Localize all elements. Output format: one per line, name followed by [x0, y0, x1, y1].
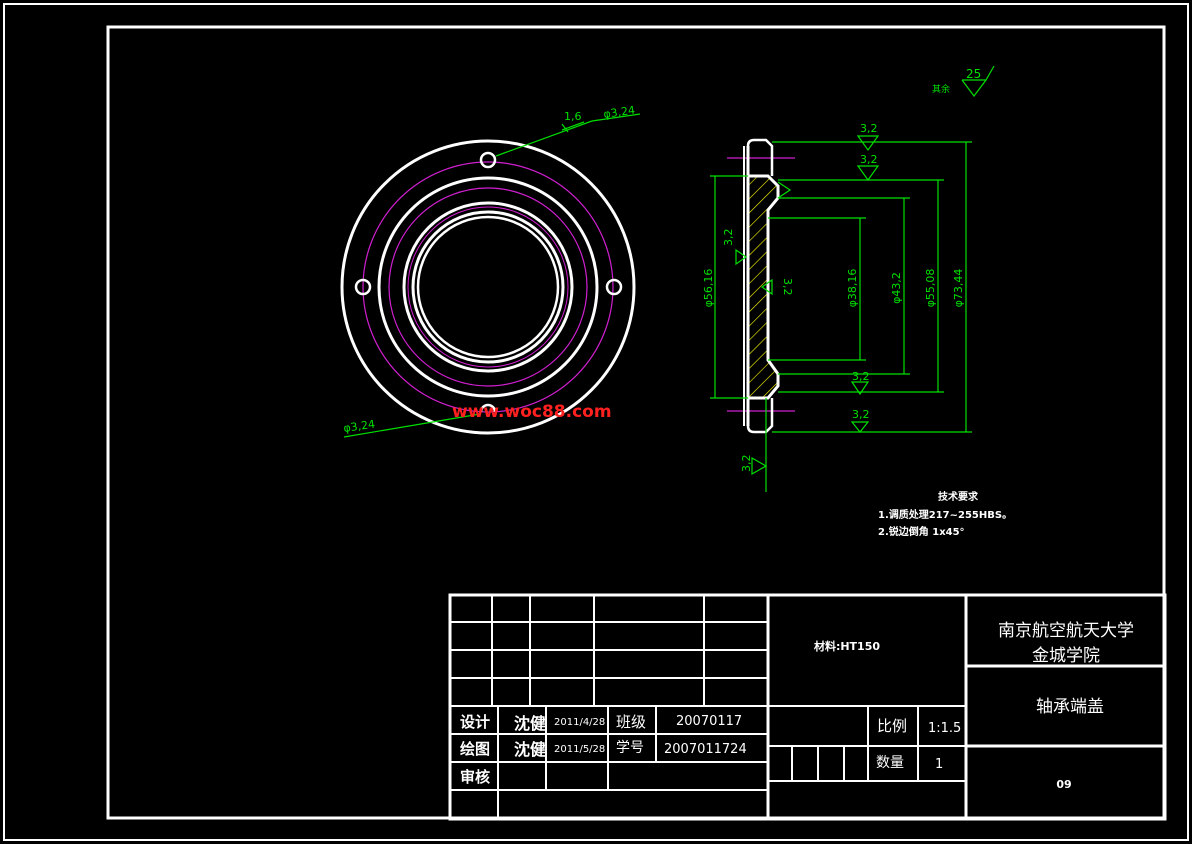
- drawing-number: 09: [1056, 778, 1071, 791]
- dim-d1: φ56,16: [702, 269, 715, 308]
- qty-label: 数量: [876, 755, 904, 771]
- inner-frame: [106, 25, 1166, 820]
- bore-step-circle: [402, 201, 574, 373]
- tech-req-title: 技术要求: [938, 490, 979, 503]
- roughness-label-6: 3,2: [781, 278, 794, 296]
- bolt-hole-right: [605, 278, 623, 296]
- row-role-1: 设计: [460, 713, 490, 731]
- dim-d5: φ73,44: [952, 269, 965, 308]
- bore-circle: [411, 210, 565, 364]
- roughness-symbol-front-tick: [561, 123, 569, 133]
- roughness-general-label: 25: [966, 67, 981, 81]
- bolt-circle: [362, 161, 614, 413]
- row-name-1: 沈健: [514, 714, 546, 733]
- watermark: www.woc88.com: [452, 402, 612, 422]
- bolt-hole-left: [354, 278, 372, 296]
- row-role-3: 审核: [460, 768, 490, 786]
- dim-d3: φ43,2: [890, 272, 903, 304]
- roughness-front-label: 1,6: [564, 110, 582, 123]
- dim-hole-bottom-label: φ3,24: [343, 418, 376, 435]
- roughness-label-3: 3,2: [852, 370, 870, 383]
- title-block: [448, 593, 1167, 821]
- school-line-1: 南京航空航天大学: [998, 621, 1134, 641]
- part-name: 轴承端盖: [1036, 697, 1104, 717]
- roughness-label-1: 3,2: [860, 122, 878, 135]
- dim-d4: φ55,08: [924, 269, 937, 308]
- section-view: [710, 65, 995, 492]
- bolt-hole-top: [479, 151, 497, 169]
- outer-frame: [3, 3, 1189, 841]
- tech-req-item-1: 1.调质处理217~255HBS。: [878, 508, 1012, 521]
- row-field-1: 班级: [616, 713, 646, 731]
- dim-hole-top-label: φ3,24: [603, 104, 636, 121]
- leader-hole-top: [495, 120, 593, 157]
- front-view: [340, 113, 641, 438]
- qty-value: 1: [935, 757, 943, 772]
- roughness-label-4: 3,2: [852, 408, 870, 421]
- hub-outer-circle: [377, 176, 599, 398]
- flange-bottom: [746, 398, 774, 434]
- row-date-1: 2011/4/28: [554, 717, 605, 728]
- flange-outer-circle: [340, 139, 636, 435]
- roughness-label-5: 3,2: [722, 229, 735, 247]
- flange-top: [746, 138, 774, 176]
- row-date-2: 2011/5/28: [554, 744, 605, 755]
- row-value-1: 20070117: [676, 714, 742, 729]
- row-field-2: 学号: [616, 740, 644, 756]
- tech-req-item-2: 2.锐边倒角 1x45°: [878, 525, 965, 538]
- row-value-2: 2007011724: [664, 742, 747, 757]
- roughness-general-prefix: 其余: [932, 83, 950, 95]
- dim-d2: φ38,16: [846, 269, 859, 308]
- roughness-label-2: 3,2: [860, 153, 878, 166]
- row-role-2: 绘图: [460, 740, 490, 758]
- roughness-label-7: 3,2: [740, 455, 753, 473]
- material-label: 材料:HT150: [814, 639, 880, 653]
- scale-value: 1:1.5: [928, 721, 961, 736]
- scale-label: 比例: [877, 717, 907, 735]
- row-name-2: 沈健: [514, 740, 546, 759]
- bore-mid-circle: [407, 206, 569, 368]
- leader-hole-bottom: [343, 413, 481, 438]
- leader-hole-top-shelf: [591, 113, 641, 122]
- school-line-2: 金城学院: [1032, 646, 1100, 666]
- bore-inner-circle: [416, 215, 560, 359]
- bolt-hole-bottom: [479, 403, 497, 413]
- hub-center-circle: [388, 187, 588, 387]
